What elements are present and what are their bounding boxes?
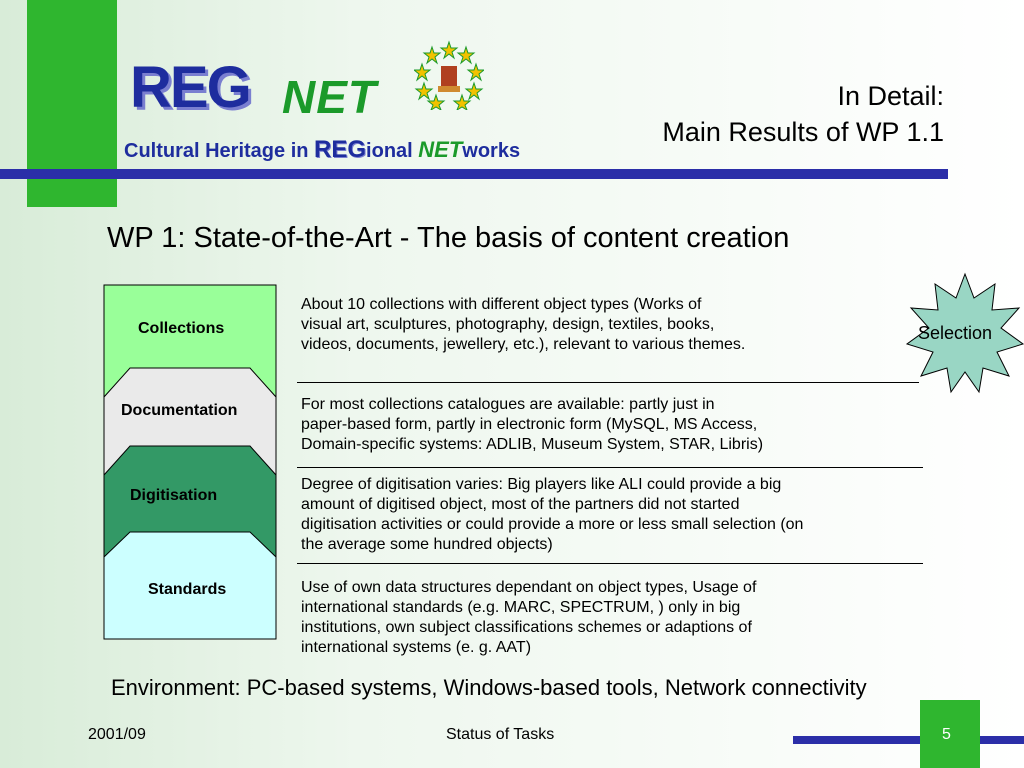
footer-green-block xyxy=(920,700,980,768)
footer-rule xyxy=(793,736,1024,744)
divider xyxy=(297,382,919,383)
tagline-text: ional xyxy=(366,140,419,162)
description-line: About 10 collections with different obje… xyxy=(301,296,702,313)
description-line: international standards (e.g. MARC, SPEC… xyxy=(301,599,741,616)
description-line: international systems (e. g. AAT) xyxy=(301,639,532,656)
description-line: Domain-specific systems: ADLIB, Museum S… xyxy=(301,436,764,453)
documentation-label: Documentation xyxy=(121,402,238,419)
description-line: amount of digitised object, most of the … xyxy=(301,496,740,513)
standards-description: Use of own data structures dependant on … xyxy=(301,578,756,658)
tagline-text: Cultural Heritage in xyxy=(124,140,315,162)
tagline-text: works xyxy=(462,140,521,162)
environment-text: Environment: PC-based systems, Windows-b… xyxy=(111,675,867,700)
title-line-2: Main Results of WP 1.1 xyxy=(662,117,944,147)
digitisation-label: Digitisation xyxy=(130,487,218,504)
description-line: paper-based form, partly in electronic f… xyxy=(301,416,758,433)
selection-label: Selection xyxy=(917,323,993,343)
standards-box xyxy=(103,531,277,640)
page-number: 5 xyxy=(942,726,951,743)
collections-label: Collections xyxy=(138,320,225,337)
divider xyxy=(297,467,923,468)
logo-tagline: Cultural Heritage in REGional NETworks xyxy=(124,136,520,164)
logo-net-text: NET xyxy=(282,71,377,123)
description-line: institutions, own subject classification… xyxy=(301,619,752,636)
description-line: digitisation activities or could provide… xyxy=(301,516,804,533)
tagline-reg: REG xyxy=(314,136,367,163)
description-line: visual art, sculptures, photography, des… xyxy=(301,316,715,333)
divider xyxy=(297,563,923,564)
regnet-logo: REG NET Cultural Heritage in REGional NE… xyxy=(124,40,520,170)
footer-status: Status of Tasks xyxy=(446,726,555,743)
description-line: videos, documents, jewellery, etc.), rel… xyxy=(301,336,746,353)
tagline-net: NET xyxy=(418,137,463,162)
logo-reg-text: REG xyxy=(130,55,252,120)
description-line: Use of own data structures dependant on … xyxy=(301,579,757,596)
header-rule xyxy=(0,169,948,179)
footer-date: 2001/09 xyxy=(88,726,146,743)
title-line-1: In Detail: xyxy=(837,81,944,111)
description-line: the average some hundred objects) xyxy=(301,536,553,553)
documentation-description: For most collections catalogues are avai… xyxy=(301,395,763,455)
standards-label: Standards xyxy=(148,581,227,598)
description-line: For most collections catalogues are avai… xyxy=(301,396,715,413)
slide-title: In Detail: Main Results of WP 1.1 xyxy=(662,78,944,150)
slide-subtitle: WP 1: State-of-the-Art - The basis of co… xyxy=(107,222,790,254)
collections-description: About 10 collections with different obje… xyxy=(301,295,745,355)
eu-stars-icon xyxy=(414,40,484,110)
digitisation-description: Degree of digitisation varies: Big playe… xyxy=(301,475,803,555)
description-line: Degree of digitisation varies: Big playe… xyxy=(301,476,782,493)
selection-star-icon xyxy=(905,272,1024,394)
stack-diagram xyxy=(103,284,277,640)
